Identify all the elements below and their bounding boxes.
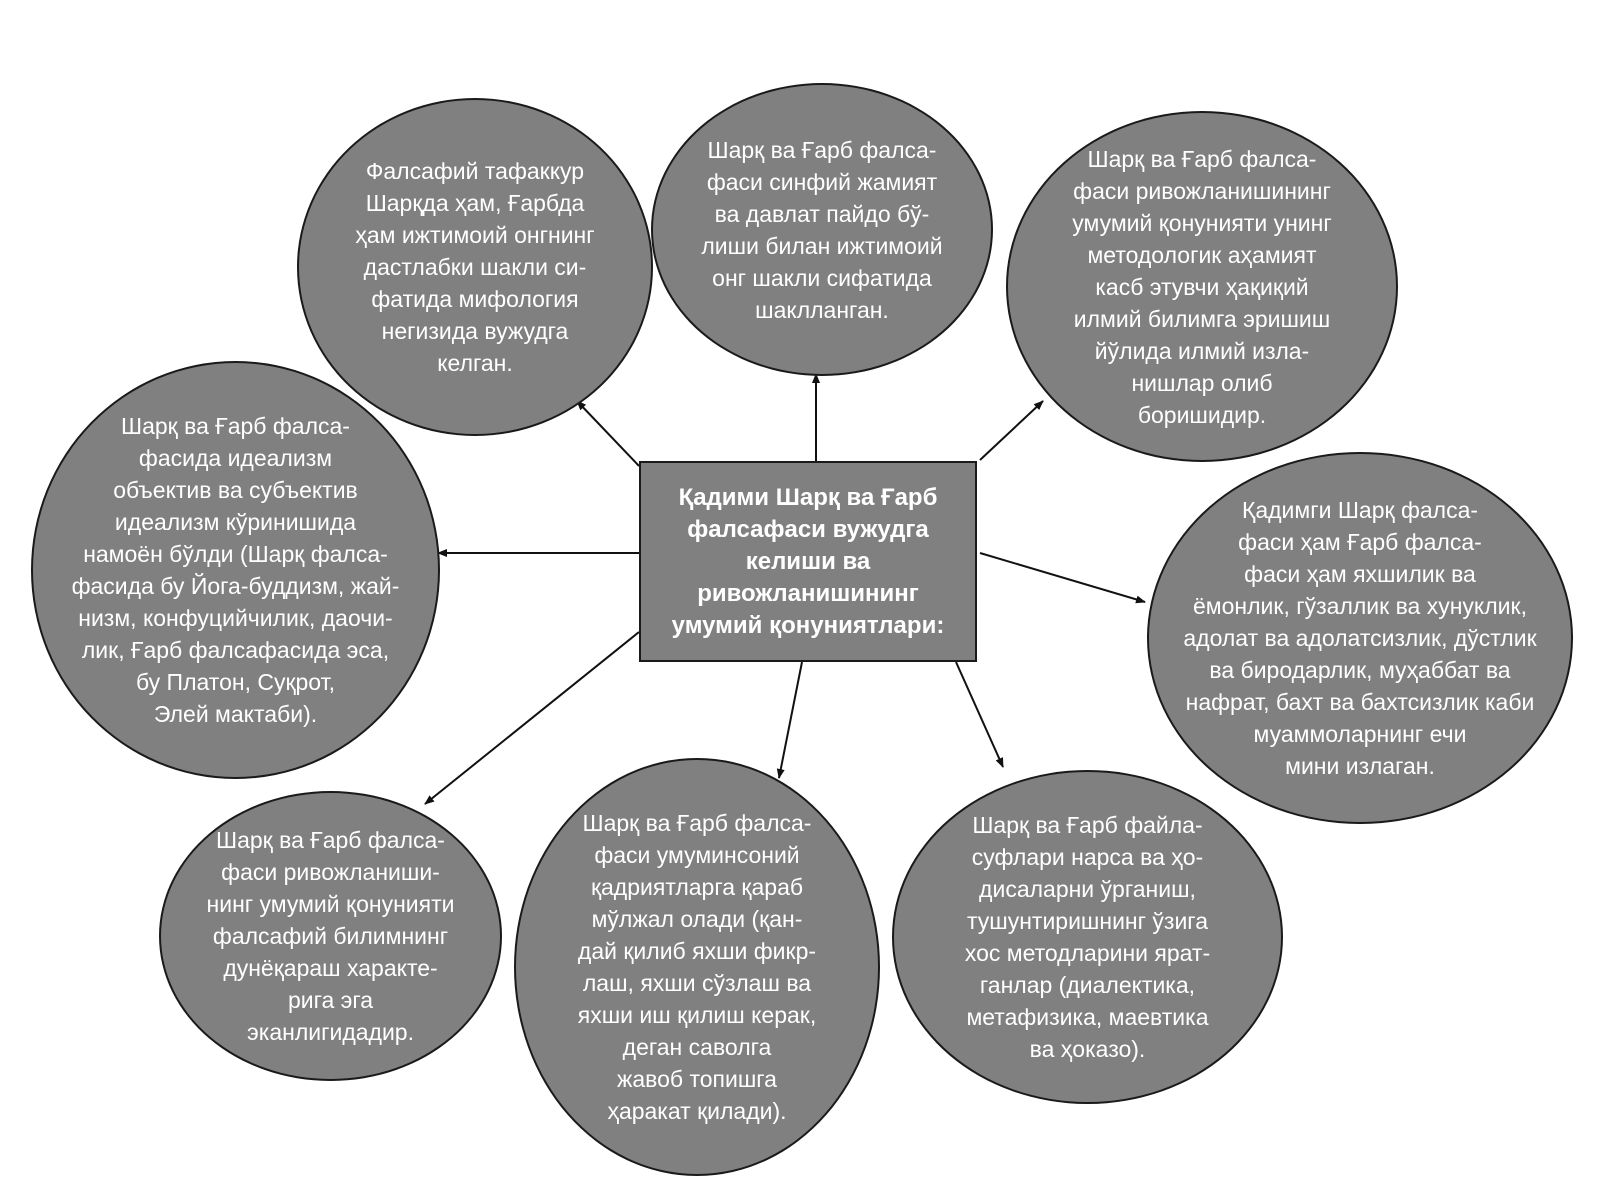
arrow-to-node-1	[576, 400, 640, 467]
concept-node-6-text: Шарқ ва Ғарб фалса- фаси ривожланиши- ни…	[206, 827, 455, 1045]
arrow-to-node-3	[979, 400, 1044, 461]
arrow-to-node-5	[979, 552, 1146, 604]
concept-node-8-text: Шарқ ва Ғарб файла- суфлари нарса ва ҳо-…	[964, 812, 1211, 1062]
central-topic-text: Қадими Шарқ ва Ғарб фалсафаси вужудга ке…	[671, 483, 945, 639]
arrow-to-node-8	[955, 661, 1004, 768]
arrow-to-node-6	[424, 631, 640, 805]
concept-node-2: Шарқ ва Ғарб фалса- фаси синфий жамият в…	[651, 83, 993, 376]
concept-node-8: Шарқ ва Ғарб файла- суфлари нарса ва ҳо-…	[892, 770, 1283, 1104]
concept-node-3: Шарқ ва Ғарб фалса- фаси ривожланишининг…	[1006, 111, 1398, 462]
concept-node-7: Шарқ ва Ғарб фалса- фаси умуминсоний қад…	[514, 758, 880, 1176]
concept-node-5-text: Қадимги Шарқ фалса- фаси ҳам Ғарб фалса-…	[1183, 497, 1537, 779]
concept-node-4: Шарқ ва Ғарб фалса- фасида идеализм объе…	[31, 361, 440, 779]
concept-node-4-text: Шарқ ва Ғарб фалса- фасида идеализм объе…	[71, 413, 400, 727]
concept-node-3-text: Шарқ ва Ғарб фалса- фаси ривожланишининг…	[1072, 145, 1332, 428]
concept-node-5: Қадимги Шарқ фалса- фаси ҳам Ғарб фалса-…	[1147, 452, 1573, 824]
concept-node-7-text: Шарқ ва Ғарб фалса- фаси умуминсоний қад…	[577, 810, 817, 1124]
arrow-to-node-7	[776, 661, 803, 779]
concept-node-2-text: Шарқ ва Ғарб фалса- фаси синфий жамият в…	[701, 136, 943, 323]
concept-node-6: Шарқ ва Ғарб фалса- фаси ривожланиши- ни…	[159, 791, 502, 1081]
concept-node-1: Фалсафий тафаккур Шарқда ҳам, Ғарбда ҳам…	[297, 98, 653, 436]
concept-node-1-text: Фалсафий тафаккур Шарқда ҳам, Ғарбда ҳам…	[355, 158, 595, 376]
central-topic-box: Қадими Шарқ ва Ғарб фалсафаси вужудга ке…	[639, 461, 977, 662]
